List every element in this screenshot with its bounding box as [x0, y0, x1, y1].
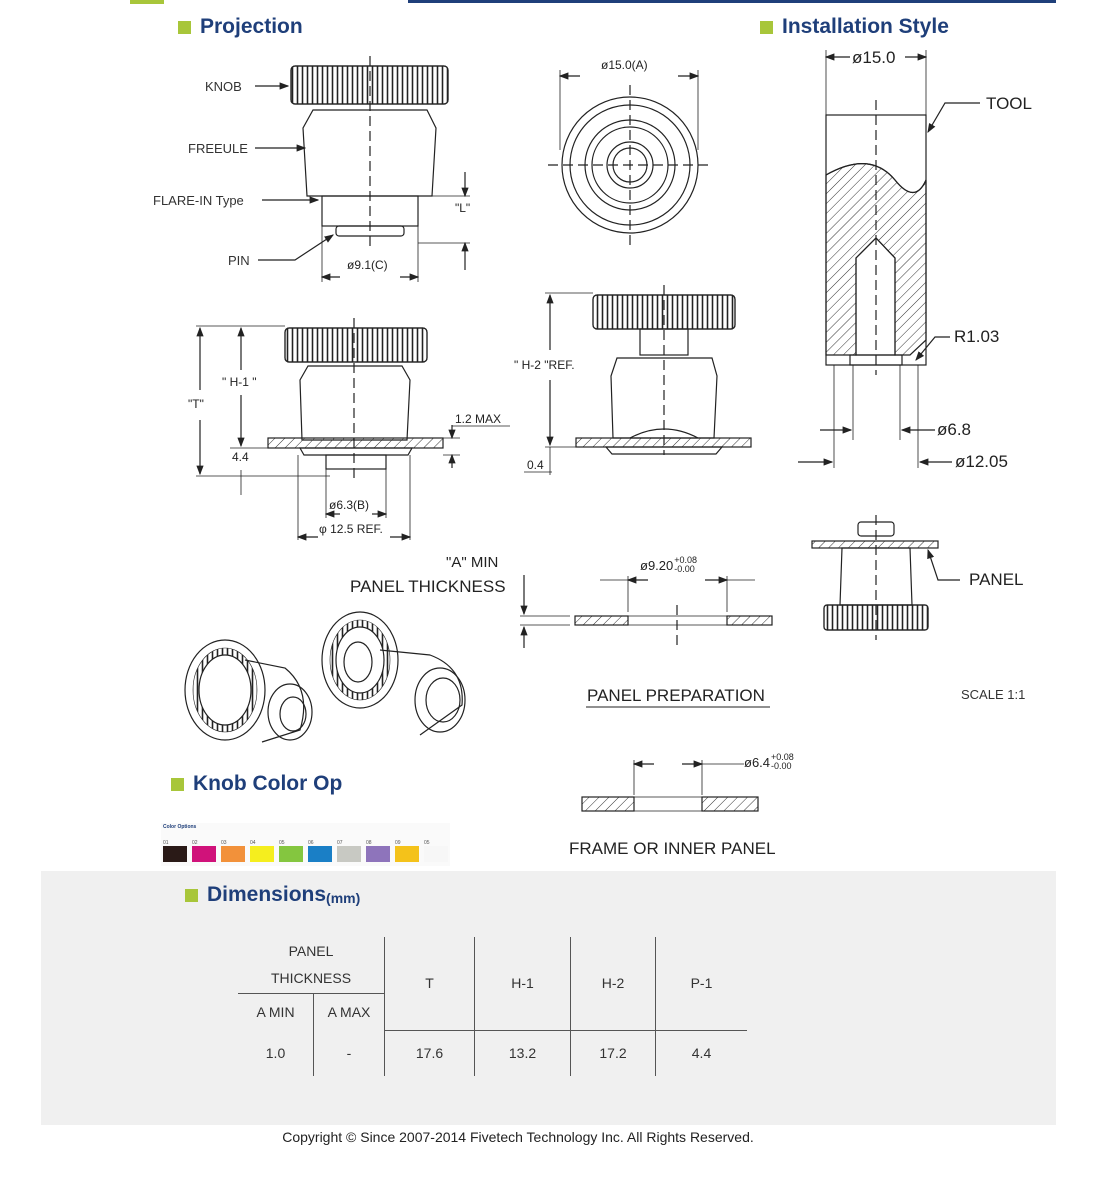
color-swatch	[424, 846, 448, 862]
h1-dimension: " H-1 "	[222, 375, 257, 389]
installation-title: Installation Style	[760, 15, 949, 39]
phi68-dimension: ø6.8	[937, 420, 972, 439]
flare-in-label: FLARE-IN Type	[153, 193, 244, 208]
panel-thickness-header: PANEL THICKNESS	[238, 937, 385, 994]
bullet-square-icon	[760, 20, 773, 34]
h1-header: H-1	[474, 937, 571, 1031]
color-swatch	[279, 846, 303, 862]
h2-header: H-2	[570, 937, 656, 1031]
color-swatch	[395, 846, 419, 862]
a-max-cell: -	[313, 1030, 385, 1076]
phi125-dimension: φ 12.5 REF.	[319, 522, 383, 536]
panel-label: PANEL	[969, 570, 1024, 589]
color-swatch-number: 04	[250, 840, 256, 846]
h2-dimension: " H-2 "REF.	[514, 358, 575, 372]
phi150-dimension: ø15.0	[852, 48, 896, 67]
p1-header: P-1	[655, 937, 747, 1031]
bullet-square-icon	[185, 888, 198, 902]
max12-dimension: 1.2 MAX	[455, 412, 502, 426]
phi91-dimension: ø9.1(C)	[347, 258, 388, 272]
dimensions-table: PANEL THICKNESS T H-1 H-2 P-1 A MIN A MA…	[238, 937, 747, 1076]
frame-inner-panel-label: FRAME OR INNER PANEL	[569, 839, 776, 858]
h44-dimension: 4.4	[232, 450, 249, 464]
panel-thickness-label: PANEL THICKNESS	[350, 577, 506, 596]
color-swatch	[221, 846, 245, 862]
phi64-dimension: ø6.4 +0.08 -0.00	[744, 752, 794, 771]
t-header: T	[384, 937, 475, 1031]
color-swatch	[192, 846, 216, 862]
color-swatch	[163, 846, 187, 862]
v04-dimension: 0.4	[527, 458, 544, 472]
knob-label: KNOB	[205, 79, 242, 94]
color-swatch	[308, 846, 332, 862]
a-min-cell: 1.0	[238, 1030, 314, 1076]
p1-cell: 4.4	[691, 1045, 712, 1062]
t-cell: 17.6	[384, 1030, 475, 1076]
top-accent-bar	[130, 0, 164, 4]
phi920-dimension: ø9.20 +0.08 -0.00	[640, 555, 698, 574]
color-swatch-number: 09	[395, 840, 401, 846]
top-rule	[408, 0, 1056, 3]
phi1205-dimension: ø12.05	[955, 452, 1008, 471]
color-swatch-number: 05	[279, 840, 285, 846]
color-swatch	[250, 846, 274, 862]
color-swatch-number: 08	[366, 840, 372, 846]
phi63-dimension: ø6.3(B)	[329, 498, 370, 512]
a-max-header: A MAX	[313, 993, 385, 1030]
color-options-label: Color Options	[163, 824, 197, 830]
projection-title: Projection	[178, 15, 303, 39]
a-min-label: "A" MIN	[446, 554, 499, 571]
color-swatch-number: 02	[192, 840, 198, 846]
h1-cell: 13.2	[474, 1030, 571, 1076]
color-swatch	[337, 846, 361, 862]
panel-preparation-title: PANEL PREPARATION	[587, 686, 765, 705]
copyright-text: Copyright © Since 2007-2014 Fivetech Tec…	[282, 1129, 754, 1145]
t-dimension: "T"	[188, 397, 204, 411]
color-swatch-number: 07	[337, 840, 343, 846]
a-min-header: A MIN	[238, 993, 314, 1030]
technical-drawing	[184, 50, 980, 812]
color-swatch-number: 03	[221, 840, 227, 846]
color-swatch-number: 06	[308, 840, 314, 846]
color-swatch	[366, 846, 390, 862]
tool-label: TOOL	[986, 94, 1032, 113]
pin-label: PIN	[228, 253, 250, 268]
freeule-label: FREEULE	[188, 141, 248, 156]
phi15a-dimension: ø15.0(A)	[601, 58, 648, 72]
color-swatch-number: 05	[424, 840, 430, 846]
knob-color-title: Knob Color Op	[171, 772, 343, 796]
scale-label: SCALE 1:1	[961, 687, 1026, 702]
bullet-square-icon	[171, 777, 184, 791]
h2-cell: 17.2	[570, 1030, 656, 1076]
table-row: 1.0 - 17.6 13.2 17.2 4.4	[238, 1030, 747, 1076]
l-dimension: "L"	[455, 201, 471, 215]
color-swatch-number: 01	[163, 840, 169, 846]
bullet-square-icon	[178, 20, 191, 34]
r103-dimension: R1.03	[954, 327, 1000, 346]
dimensions-title: Dimensions (mm)	[185, 883, 360, 907]
